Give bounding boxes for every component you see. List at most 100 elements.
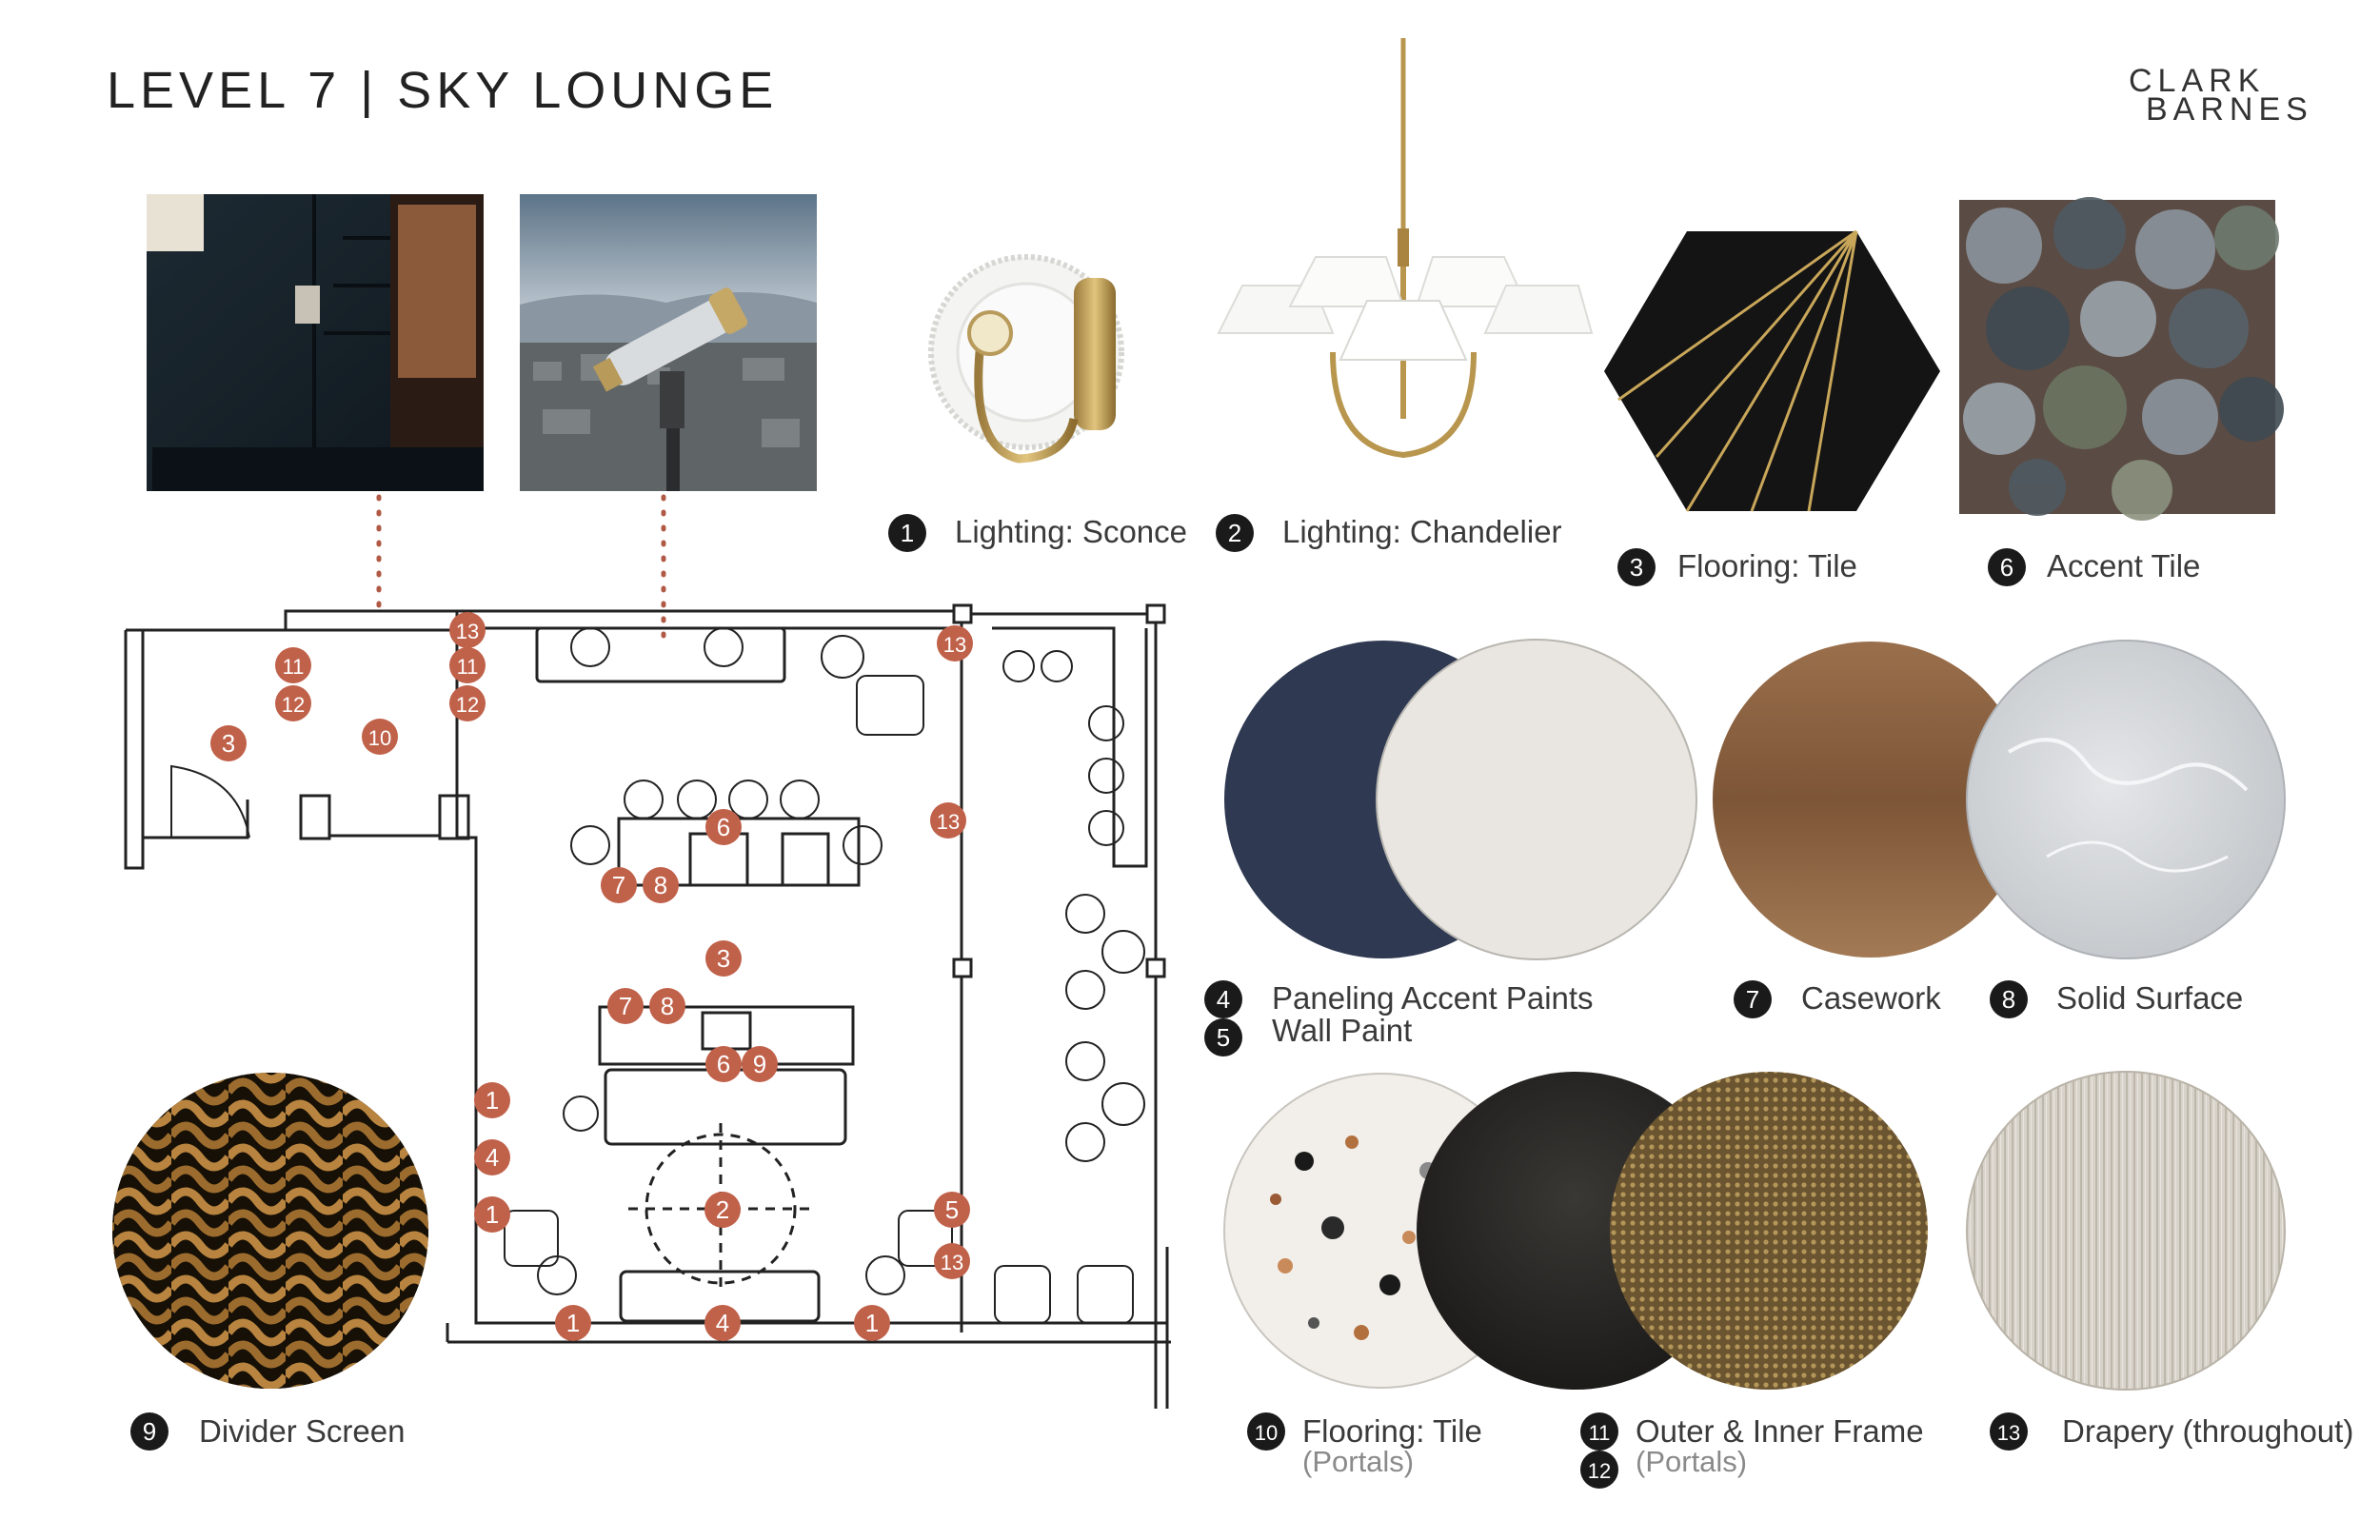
legend-label-8: Solid Surface: [2056, 980, 2244, 1016]
plan-marker-number: 1: [486, 1086, 499, 1115]
legend-badge-number: 12: [1588, 1459, 1611, 1483]
plan-marker: 11: [449, 647, 486, 683]
legend-badge-number: 7: [1746, 985, 1759, 1014]
legend-badge-number: 11: [1589, 1421, 1611, 1445]
legend-label-2: Lighting: Chandelier: [1282, 514, 1562, 549]
legend-badge: 8: [1990, 980, 2028, 1018]
legend-badge: 6: [1988, 548, 2026, 586]
chandelier-icon: [1217, 38, 1594, 459]
plan-marker-number: 12: [282, 693, 305, 717]
legend-label-11: Outer & Inner Frame: [1636, 1413, 1924, 1449]
drapery-fabric-swatch: [1966, 1071, 2286, 1391]
legend-badge-number: 3: [1630, 553, 1643, 582]
legend-badge-number: 1: [901, 519, 914, 547]
plan-marker-number: 1: [486, 1200, 499, 1229]
plan-marker: 10: [362, 719, 398, 755]
legend-badge: 11: [1580, 1412, 1618, 1451]
plan-marker-number: 4: [486, 1143, 499, 1172]
legend-badge-number: 6: [2000, 553, 2013, 582]
legend-label-6: Accent Tile: [2047, 548, 2201, 583]
legend-badge-number: 2: [1228, 519, 1241, 547]
accent-tile-icon: [1959, 197, 2284, 521]
plan-marker-number: 2: [716, 1195, 729, 1224]
plan-marker-number: 13: [943, 633, 966, 657]
plan-marker-number: 10: [368, 726, 391, 750]
plan-marker-number: 12: [456, 693, 479, 717]
plan-marker-number: 9: [753, 1050, 766, 1078]
plan-marker-number: 1: [865, 1309, 879, 1337]
plan-marker: 13: [934, 1243, 970, 1279]
legend-badge-number: 10: [1255, 1421, 1278, 1445]
legend-badge: 1: [888, 514, 926, 552]
legend-badge: 13: [1990, 1412, 2028, 1451]
plan-marker: 1: [474, 1082, 510, 1118]
plan-marker: 2: [704, 1192, 741, 1228]
photo-leader-lines: [376, 494, 666, 641]
plan-marker-number: 3: [717, 944, 730, 973]
legend-badge-number: 8: [2002, 985, 2015, 1014]
legend-badge-number: 5: [1217, 1023, 1230, 1052]
plan-marker: 9: [742, 1046, 778, 1082]
walnut-casework-swatch: [1713, 642, 2029, 958]
plan-marker: 4: [474, 1139, 510, 1175]
plan-marker-number: 1: [566, 1309, 580, 1337]
legend-label-1: Lighting: Sconce: [955, 514, 1188, 549]
plan-marker: 12: [275, 685, 311, 721]
plan-marker: 1: [854, 1305, 890, 1341]
legend-badge: 10: [1247, 1412, 1285, 1451]
plan-marker-number: 8: [654, 871, 667, 899]
telescope-photo: [520, 194, 817, 491]
page-title: LEVEL 7 | SKY LOUNGE: [107, 62, 779, 119]
plan-marker-number: 3: [222, 729, 235, 758]
legend-label-5: Wall Paint: [1272, 1013, 1413, 1048]
plan-marker-number: 13: [937, 810, 960, 834]
legend-sub-10: (Portals): [1302, 1445, 1415, 1478]
legend-badge-number: 13: [1997, 1421, 2020, 1445]
quartz-surface-swatch: [1966, 640, 2286, 959]
white-paint-swatch: [1376, 639, 1697, 960]
legend-label-9: Divider Screen: [199, 1413, 406, 1449]
legend-label-3: Flooring: Tile: [1677, 548, 1857, 583]
plan-marker: 12: [449, 685, 486, 721]
plan-marker-number: 7: [612, 871, 625, 899]
plan-marker-number: 6: [717, 1050, 730, 1078]
legend-label-4: Paneling Accent Paints: [1272, 980, 1594, 1016]
plan-marker-number: 13: [456, 620, 479, 643]
legend-badge: 5: [1204, 1018, 1242, 1056]
hexagon-tile-icon: [1604, 229, 1940, 512]
plan-marker: 13: [937, 625, 973, 661]
plan-marker-number: 13: [941, 1251, 963, 1274]
plan-marker-number: 4: [716, 1309, 729, 1337]
legend-badge-number: 9: [143, 1417, 156, 1446]
legend-label-13: Drapery (throughout): [2062, 1413, 2354, 1449]
plan-marker: 6: [705, 809, 742, 845]
legend-sub-11: (Portals): [1636, 1445, 1748, 1478]
plan-marker: 11: [275, 647, 311, 683]
legend-badge: 4: [1204, 980, 1242, 1018]
legend-badge: 2: [1216, 514, 1254, 552]
plan-marker: 4: [704, 1305, 741, 1341]
chain-mail-screen-icon: [112, 1073, 428, 1389]
plan-marker: 1: [474, 1196, 510, 1233]
legend-badge: 7: [1734, 980, 1772, 1018]
brand-logo: CLARK BARNES: [2129, 63, 2313, 128]
plan-marker: 7: [607, 988, 644, 1024]
legend-label-10: Flooring: Tile: [1302, 1413, 1482, 1449]
plan-marker: 8: [649, 988, 685, 1024]
legend-badge: 9: [130, 1412, 169, 1451]
plan-marker-number: 8: [661, 992, 674, 1020]
plan-marker: 3: [705, 940, 742, 977]
legend-badge: 12: [1580, 1451, 1618, 1489]
plan-marker-number: 11: [283, 655, 305, 679]
plan-marker-number: 6: [717, 813, 730, 841]
legend-label-7: Casework: [1801, 980, 1941, 1016]
plan-marker: 8: [643, 867, 679, 903]
legend-badge: 3: [1617, 548, 1656, 586]
plan-marker-number: 11: [457, 655, 479, 679]
plan-marker: 5: [934, 1192, 970, 1228]
plan-marker-number: 7: [619, 992, 632, 1020]
sconce-icon: [928, 254, 1124, 464]
